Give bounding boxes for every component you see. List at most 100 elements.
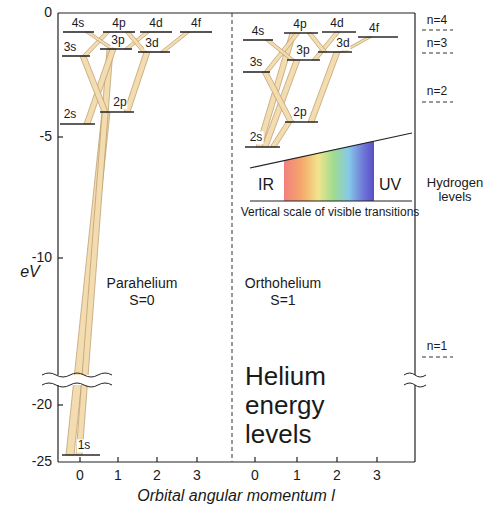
energy-level [138,51,170,53]
energy-level [284,32,318,34]
axis-frame [79,457,80,462]
axis-frame [58,12,415,13]
axis-break [404,383,426,387]
level-label: 4p [292,18,307,31]
level-label: 4d [148,17,163,30]
series-label: S=1 [269,293,296,308]
axis-break [42,383,112,387]
axis-frame [117,457,118,462]
axis-break [42,373,426,387]
series-label: Parahelium [106,276,179,291]
energy-level [285,121,318,123]
level-label: 3s [63,41,78,54]
hydrogen-level-label: n=4 [427,14,447,27]
energy-level [60,32,398,455]
energy-level [62,454,100,456]
transition-band [66,32,372,455]
energy-level [63,31,94,33]
level-label: 3p [110,34,125,47]
spectrum-scale [284,141,374,201]
tick-label: -5 [40,129,52,144]
axis-frame [196,457,197,462]
axis-frame [376,457,377,462]
transition-band [308,52,340,122]
hydrogen-level [422,52,453,53]
spectrum-scale [250,200,412,201]
divider [232,13,233,462]
axis-break [42,373,112,377]
transition-band [160,32,190,52]
energy-level [100,111,134,113]
energy-level [245,146,280,148]
transition-band [262,72,294,122]
transition-band [265,40,295,60]
level-label: 4s [71,17,86,30]
axis-frame [156,457,157,462]
series-label: Orthohelium [244,276,322,291]
energy-level [318,51,352,53]
hydrogen-heading: Hydrogen levels [416,176,494,205]
axis-title: eV [20,263,40,281]
axis-frame [58,13,415,462]
axis-frame [58,404,63,405]
level-label: 4f [190,17,202,30]
axis-frame [58,461,415,462]
energy-level [60,123,95,125]
energy-level [243,39,273,41]
axis-frame [296,457,297,462]
axis-title: Orbital angular momentum l [137,487,334,505]
energy-level [322,31,356,33]
level-label: 1s [77,439,92,452]
tick-label: 2 [333,468,341,483]
axis-frame [254,457,255,462]
tick-label: 3 [373,468,381,483]
level-label: 3p [295,44,310,57]
hydrogen-level-label: n=2 [427,85,447,98]
level-label: 4d [329,17,344,30]
spectrum-scale [250,133,412,201]
tick-label: 0 [251,468,259,483]
hydrogen-level-label: n=1 [427,340,447,353]
axis-frame [336,457,337,462]
axis-break [404,373,426,377]
level-label: 2s [63,108,78,121]
diagram-title: Helium energy levels [245,362,357,449]
series-label: S=0 [128,293,155,308]
hydrogen-level [422,29,453,30]
scale-end-label: UV [379,176,401,194]
tick-label: -20 [32,397,52,412]
level-label: 4p [111,17,126,30]
hydrogen-level [422,101,453,102]
spectrum-scale [250,133,412,168]
energy-level [243,71,270,73]
tick-label: 2 [153,468,161,483]
scale-end-label: IR [258,176,274,194]
level-label: 2s [249,131,264,144]
transition-band [124,52,150,112]
scale-caption: Vertical scale of visible transitions [241,206,420,219]
level-label: 3s [249,56,264,69]
energy-level [100,48,132,50]
hydrogen-level-label: n=3 [427,37,447,50]
energy-level [358,36,398,38]
tick-label: 3 [193,468,201,483]
tick-label: 1 [293,468,301,483]
tick-label: -25 [32,454,52,469]
energy-level [103,31,135,33]
hydrogen-level [422,356,453,357]
energy-level [140,31,172,33]
tick-label: 0 [44,5,52,20]
level-label: 3d [335,37,350,50]
tick-label: 0 [76,468,84,483]
axis-frame [58,136,63,137]
level-label: 3d [144,37,159,50]
level-label: 4s [251,25,266,38]
energy-level [180,31,212,33]
axis-frame [58,257,63,258]
axis-frame [414,13,415,462]
level-label: 2p [292,106,307,119]
tick-label: 1 [114,468,122,483]
transition-band [256,33,296,147]
transition-band [80,56,108,112]
